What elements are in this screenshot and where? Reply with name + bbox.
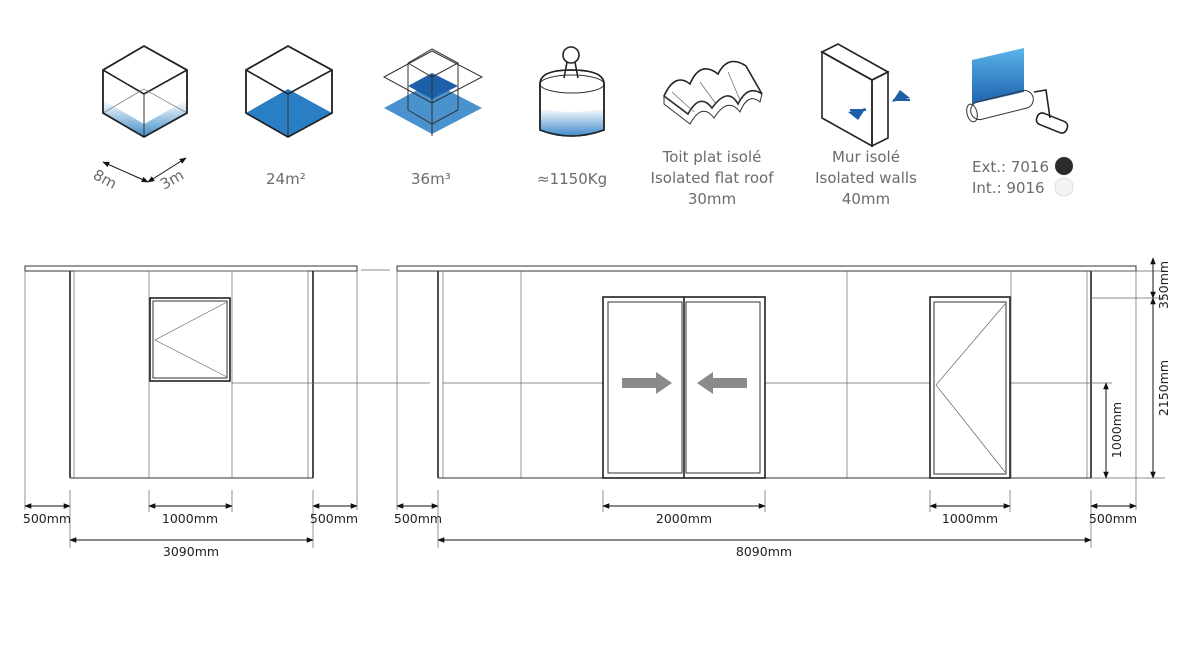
sliding-door-width-dimension: 2000mm [656,511,712,526]
single-door [929,296,1011,479]
exterior-color-swatch [1055,157,1073,175]
left-margin-dimension: 500mm [23,511,71,526]
left-window-width-dimension: 1000mm [162,511,218,526]
paint-roller-icon [966,48,1069,134]
roof-label-en: Isolated flat roof [651,169,775,187]
floor-area-label: 24m² [266,170,306,188]
walls-label-en: Isolated walls [815,169,917,187]
door-width-dimension: 1000mm [942,511,998,526]
interior-color-label: Int.: 9016 [972,179,1045,197]
roof-thickness-label: 30mm [688,190,736,208]
exterior-color-label: Ext.: 7016 [972,158,1049,176]
left-dimension-lines [24,490,358,548]
length-label: 8m [90,166,120,193]
walls-thickness-label: 40mm [842,190,890,208]
left-total-width-dimension: 3090mm [163,544,219,559]
roof-panel-icon [663,60,763,125]
dimensions-cube-icon [102,45,188,183]
roof-height-dimension: 350mm [1156,261,1171,309]
walls-label-fr: Mur isolé [832,148,900,166]
weight-label: ≈1150Kg [537,170,607,188]
weight-icon [539,46,605,137]
slide-left-arrow-icon [697,372,747,394]
volume-icon [382,48,484,136]
slide-right-arrow-icon [622,372,672,394]
roof-label-fr: Toit plat isolé [662,148,762,166]
floor-area-cube-icon [245,45,333,138]
left-elevation [24,265,430,510]
sliding-door [602,296,766,479]
interior-color-swatch [1054,177,1074,197]
right-left-margin-dimension: 500mm [394,511,442,526]
wall-panel-icon [820,43,910,148]
wall-height-dimension: 2150mm [1156,360,1171,416]
width-label: 3m [157,166,187,194]
right-right-margin-dimension: 500mm [1089,511,1137,526]
volume-label: 36m³ [411,170,451,188]
right-elevation [361,265,1165,510]
left-window [149,297,231,382]
left-right-margin-dimension: 500mm [310,511,358,526]
right-dimension-lines [396,257,1156,548]
right-total-width-dimension: 8090mm [736,544,792,559]
sill-height-dimension: 1000mm [1109,402,1124,458]
